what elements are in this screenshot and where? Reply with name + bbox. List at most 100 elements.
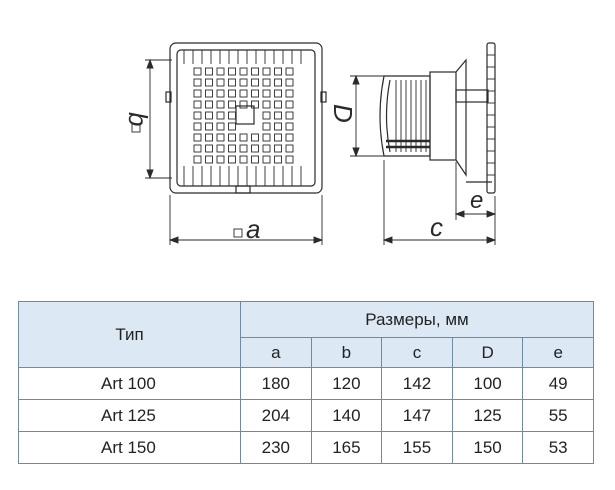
grille-cell bbox=[274, 155, 282, 164]
grille-cell bbox=[216, 155, 225, 164]
value-cell: 204 bbox=[240, 399, 312, 432]
grille-cell bbox=[262, 67, 271, 76]
grille-cell bbox=[251, 144, 259, 153]
grille-cell bbox=[228, 155, 236, 164]
grille-cell bbox=[193, 122, 202, 131]
grille-cell bbox=[193, 111, 202, 120]
side-clip-right bbox=[320, 91, 327, 103]
grille-cell bbox=[228, 111, 236, 120]
column-header-D: D bbox=[451, 337, 524, 368]
column-header-c: c bbox=[381, 337, 453, 368]
dimension-D bbox=[350, 74, 386, 158]
table-row: Art 100 180 120 142 100 49 bbox=[18, 367, 594, 400]
collar-flange bbox=[455, 58, 467, 177]
grille-cell bbox=[228, 78, 236, 87]
grille-cell bbox=[216, 144, 225, 153]
grille-inner-frame bbox=[176, 49, 316, 187]
value-cell: 180 bbox=[240, 367, 312, 400]
grille-cell bbox=[274, 111, 282, 120]
value-cell: 55 bbox=[522, 399, 594, 432]
grille-cell bbox=[239, 67, 248, 76]
dimensions-group-header: Размеры, мм bbox=[240, 301, 594, 338]
grille-cell bbox=[285, 100, 294, 109]
grille-cell bbox=[216, 111, 225, 120]
grille-cell bbox=[239, 133, 248, 142]
grille-cell bbox=[239, 100, 248, 109]
value-cell: 230 bbox=[240, 431, 312, 464]
mount-collar bbox=[429, 71, 457, 161]
fan-dimension-drawing: b a D c e bbox=[123, 42, 497, 245]
grille-cell bbox=[274, 89, 282, 98]
column-header-b: b bbox=[310, 337, 383, 368]
grille-cell bbox=[285, 89, 294, 98]
side-clip-left bbox=[165, 91, 172, 103]
dimensions-table: Тип Размеры, мм a b c D e Art 100 180 12… bbox=[18, 301, 594, 464]
grille-cell bbox=[228, 89, 236, 98]
dimension-b bbox=[131, 58, 172, 180]
value-cell: 142 bbox=[381, 367, 453, 400]
grille-cell bbox=[285, 78, 294, 87]
grille-cell bbox=[193, 133, 202, 142]
motor-shaft bbox=[455, 89, 489, 103]
grille-cell bbox=[205, 155, 213, 164]
dimension-e bbox=[454, 162, 497, 220]
value-cell: 140 bbox=[310, 399, 383, 432]
grille-cell bbox=[285, 155, 294, 164]
grille-center-square bbox=[235, 105, 255, 125]
grille-cell bbox=[262, 122, 271, 131]
value-cell: 165 bbox=[310, 431, 383, 464]
grille-cell bbox=[239, 144, 248, 153]
dimension-a bbox=[168, 195, 324, 245]
type-header: Тип bbox=[18, 301, 241, 368]
fan-body-rim bbox=[385, 79, 391, 153]
grille-cells bbox=[193, 67, 294, 164]
grille-cell bbox=[285, 111, 294, 120]
side-view bbox=[379, 42, 496, 194]
grille-cell bbox=[205, 100, 213, 109]
grille-cell bbox=[205, 89, 213, 98]
label-e: e bbox=[470, 187, 483, 214]
front-plate-ribs bbox=[487, 54, 495, 176]
grille-cell bbox=[193, 155, 202, 164]
grille-cell bbox=[216, 133, 225, 142]
grille-cell bbox=[262, 111, 271, 120]
label-D: D bbox=[328, 104, 358, 123]
bottom-tab bbox=[235, 185, 251, 194]
type-cell: Art 125 bbox=[18, 399, 241, 432]
value-cell: 120 bbox=[310, 367, 383, 400]
grille-slats bbox=[183, 50, 302, 186]
grille-cell bbox=[228, 144, 236, 153]
grille-cell bbox=[205, 67, 213, 76]
type-cell: Art 150 bbox=[18, 431, 241, 464]
grille-cell bbox=[216, 67, 225, 76]
grille-cell bbox=[239, 155, 248, 164]
grille-cell bbox=[228, 100, 236, 109]
front-plate bbox=[486, 42, 496, 194]
grille-cell bbox=[193, 89, 202, 98]
grille-cell bbox=[285, 133, 294, 142]
grille-cell bbox=[251, 89, 259, 98]
grille-cell bbox=[262, 89, 271, 98]
grille-cell bbox=[205, 122, 213, 131]
front-view bbox=[165, 42, 327, 194]
value-cell: 49 bbox=[522, 367, 594, 400]
grille-cell bbox=[285, 67, 294, 76]
grille-cell bbox=[251, 155, 259, 164]
value-cell: 155 bbox=[381, 431, 453, 464]
grille-cell bbox=[239, 89, 248, 98]
grille-cell bbox=[205, 111, 213, 120]
fan-body bbox=[379, 75, 431, 157]
type-cell: Art 100 bbox=[18, 367, 241, 400]
grille-cell bbox=[193, 100, 202, 109]
table-row: Art 150 230 165 155 150 53 bbox=[18, 431, 594, 464]
grille-cell bbox=[274, 78, 282, 87]
grille-cell bbox=[228, 122, 236, 131]
column-header-a: a bbox=[240, 337, 312, 368]
grille-cell bbox=[262, 100, 271, 109]
value-cell: 125 bbox=[451, 399, 524, 432]
grille-cell bbox=[262, 144, 271, 153]
grille-cell bbox=[216, 89, 225, 98]
grille-cell bbox=[216, 78, 225, 87]
table-row: Art 125 204 140 147 125 55 bbox=[18, 399, 594, 432]
grille-cell bbox=[262, 78, 271, 87]
